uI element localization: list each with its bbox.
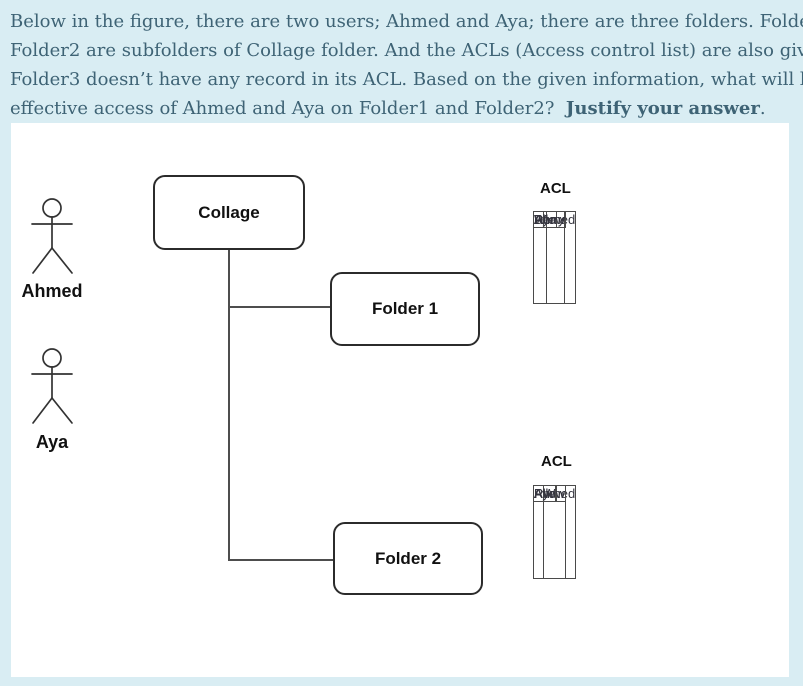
connector-folder2 (229, 559, 333, 561)
actor-ahmed-label: Ahmed (21, 281, 83, 301)
acl-table-folder1: Ahmed W Deny Aya R Allow (533, 211, 762, 383)
folder-node-collage-label: Collage (198, 202, 260, 222)
question-line-3: Folder3 doesn’t have any record in its A… (10, 69, 803, 90)
question-line-4: effective access of Ahmed and Aya on Fol… (10, 94, 803, 123)
question-text: Below in the figure, there are two users… (10, 7, 803, 123)
question-line-4-suffix: . (759, 98, 766, 119)
folder-node-folder1: Folder 1 (330, 272, 480, 346)
actor-aya-label: Aya (35, 432, 69, 452)
question-line-4-prefix: effective access of Ahmed and Aya on Fol… (10, 98, 566, 119)
acl2-decision-cell: Allow (533, 485, 567, 502)
acl1-decision-cell: Allow (533, 211, 567, 228)
acl-table-folder2: Ahmed R Allow Aya RW Allow (533, 485, 762, 660)
connector-collage-vertical (228, 250, 230, 561)
diagram-panel: Ahmed Aya Collage Folder 1 Folder 2 ACL … (11, 123, 789, 677)
folder-node-collage: Collage (153, 175, 305, 250)
folder-node-folder2-label: Folder 2 (374, 548, 442, 568)
question-line-1: Below in the figure, there are two users… (10, 11, 803, 32)
acl-title-folder2: ACL (541, 453, 572, 470)
actor-aya-icon (31, 348, 73, 424)
connector-folder1 (229, 306, 330, 308)
acl-title-folder1: ACL (540, 180, 571, 197)
question-line-4-bold: Justify your answer (565, 98, 760, 119)
actor-ahmed-icon (31, 198, 73, 274)
folder-node-folder2: Folder 2 (333, 522, 483, 595)
folder-node-folder1-label: Folder 1 (371, 299, 439, 318)
question-line-2: Folder2 are subfolders of Collage folder… (10, 40, 803, 61)
